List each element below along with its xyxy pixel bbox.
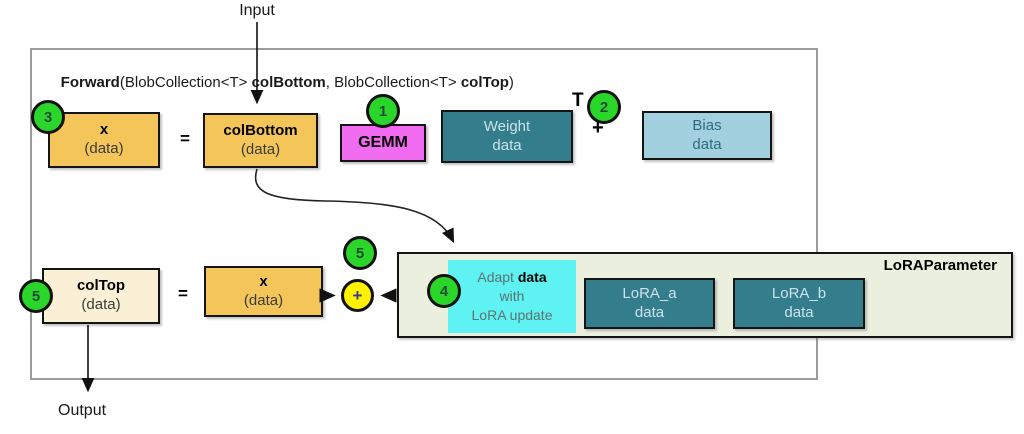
x-box-subtitle: (data) <box>84 140 124 157</box>
bias-line1: Bias <box>692 116 722 134</box>
colbottom-subtitle: (data) <box>240 140 281 158</box>
gemm-label: GEMM <box>358 134 408 151</box>
adapt-line2: with <box>499 288 525 305</box>
coltop-title: colTop <box>76 277 126 295</box>
signature-part3: ) <box>508 74 514 91</box>
gemm-op-box: GEMM <box>340 124 426 162</box>
weight-line2: data <box>492 136 522 154</box>
bias-data-box: Bias data <box>642 111 772 160</box>
step-badge-4: 4 <box>427 274 461 308</box>
colbottom-data-box: colBottom (data) <box>203 113 318 168</box>
output-label: Output <box>58 402 107 419</box>
step-badge-5-top: 5 <box>343 236 377 270</box>
lora-a-line2: data <box>634 303 665 321</box>
lora-b-line1: LoRA_b <box>771 284 827 302</box>
lora-b-line2: data <box>784 303 814 321</box>
step-badge-5-left: 5 <box>19 279 53 313</box>
input-label: Input <box>239 2 275 19</box>
weight-data-box: Weight data <box>441 110 573 163</box>
bias-line2: data <box>692 135 722 153</box>
x-box2-subtitle: (data) <box>243 291 284 309</box>
signature-fn: Forward <box>60 74 120 91</box>
weight-line1: Weight <box>483 117 531 135</box>
coltop-subtitle: (data) <box>81 296 121 313</box>
signature-part2: , BlobCollection<T> <box>325 74 461 91</box>
transpose-superscript: T <box>572 90 584 111</box>
colbottom-title: colBottom <box>223 121 298 139</box>
lora-parameter-title: LoRAParameter <box>883 257 997 274</box>
signature-param1: colBottom <box>251 74 326 91</box>
x-box2-title: x <box>259 272 268 290</box>
adapt-line1-bold: data <box>517 269 547 286</box>
step-badge-2: 2 <box>587 90 621 124</box>
lora-b-data-box: LoRA_b data <box>733 278 865 329</box>
adapt-data-box: Adapt data with LoRA update <box>448 260 576 333</box>
x-data-box-row1: x (data) <box>48 112 160 168</box>
x-data-box-row2: x (data) <box>204 266 323 317</box>
step-badge-3: 3 <box>31 100 65 134</box>
adapt-line1-pre: Adapt <box>477 269 518 286</box>
step-badge-1: 1 <box>366 94 400 128</box>
function-signature: Forward(BlobCollection<T> colBottom, Blo… <box>44 57 514 108</box>
adapt-line3: LoRA update <box>471 306 553 323</box>
sum-operator-circle: + <box>341 279 374 312</box>
lora-a-data-box: LoRA_a data <box>584 278 715 329</box>
adapt-line1: Adapt data <box>477 268 546 287</box>
coltop-data-box: colTop (data) <box>42 268 160 324</box>
plus-sign-row1: + <box>592 117 604 139</box>
lora-a-line1: LoRA_a <box>622 284 677 302</box>
signature-param2: colTop <box>460 74 509 91</box>
signature-part1: (BlobCollection<T> <box>119 74 252 91</box>
equals-sign-row2: = <box>178 284 188 303</box>
equals-sign-row1: = <box>180 129 190 148</box>
x-box-title: x <box>99 121 109 139</box>
